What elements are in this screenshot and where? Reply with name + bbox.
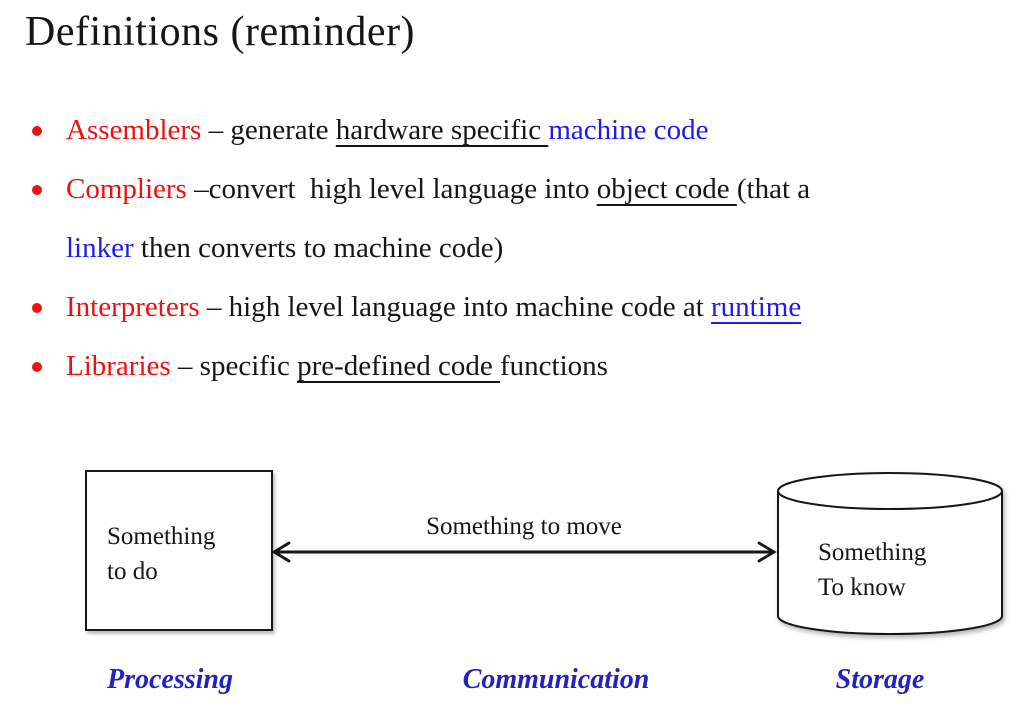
text-segment: runtime (711, 291, 802, 323)
label-storage: Storage (835, 664, 925, 695)
arrow-label: Something to move (426, 513, 622, 540)
bullet-text: Interpreters – high level language into … (66, 278, 801, 337)
bullet-line: Interpreters – high level language into … (66, 278, 801, 337)
slide-title: Definitions (reminder) (25, 9, 416, 55)
definitions-list: Assemblers – generate hardware specific … (30, 101, 1008, 396)
bullet-line: Assemblers – generate hardware specific … (66, 101, 709, 160)
process-box-line: Something (107, 522, 216, 550)
text-segment: Compliers (66, 173, 187, 205)
label-communication: Communication (462, 664, 650, 695)
bullet-item: Interpreters – high level language into … (30, 278, 1008, 337)
bullet-item: Assemblers – generate hardware specific … (30, 101, 1008, 160)
storage-line: To know (818, 574, 906, 601)
text-segment: Assemblers (66, 114, 202, 146)
bullet-line: linker then converts to machine code) (66, 219, 810, 278)
bullet-text: Compliers –convert high level language i… (66, 160, 810, 278)
bullet-dot-icon (32, 362, 42, 372)
process-box-line: to do (107, 557, 158, 585)
storage-cylinder-text: Something To know (818, 535, 926, 605)
text-segment: hardware specific (335, 114, 549, 146)
storage-line: Something (818, 539, 927, 566)
bullet-line: Compliers –convert high level language i… (66, 160, 810, 219)
process-box: Something to do (85, 470, 273, 631)
text-segment: pre-defined code (297, 350, 500, 382)
text-segment: object code (596, 173, 737, 205)
text-segment: (that a (736, 173, 811, 205)
text-segment: – generate (201, 114, 336, 146)
text-segment: – high level language into machine code … (199, 291, 712, 323)
text-segment: Interpreters (66, 291, 200, 323)
text-segment: – specific (170, 350, 298, 382)
bullet-dot-icon (32, 126, 42, 136)
double-arrow-icon (271, 538, 777, 566)
text-segment: –convert high level language into (186, 173, 597, 205)
text-segment: functions (499, 350, 608, 382)
text-segment: linker (66, 232, 134, 264)
bullet-dot-icon (32, 303, 42, 313)
text-segment: Libraries (66, 350, 171, 382)
bullet-item: Compliers –convert high level language i… (30, 160, 1008, 278)
bullet-item: Libraries – specific pre-defined code fu… (30, 337, 1008, 396)
bullet-dot-icon (32, 185, 42, 195)
text-segment: then converts to machine code) (133, 232, 504, 264)
bullet-text: Libraries – specific pre-defined code fu… (66, 337, 608, 396)
bullet-text: Assemblers – generate hardware specific … (66, 101, 709, 160)
text-segment: machine code (548, 114, 709, 146)
storage-cylinder-icon (775, 470, 1005, 640)
bullet-line: Libraries – specific pre-defined code fu… (66, 337, 608, 396)
label-processing: Processing (107, 664, 233, 695)
